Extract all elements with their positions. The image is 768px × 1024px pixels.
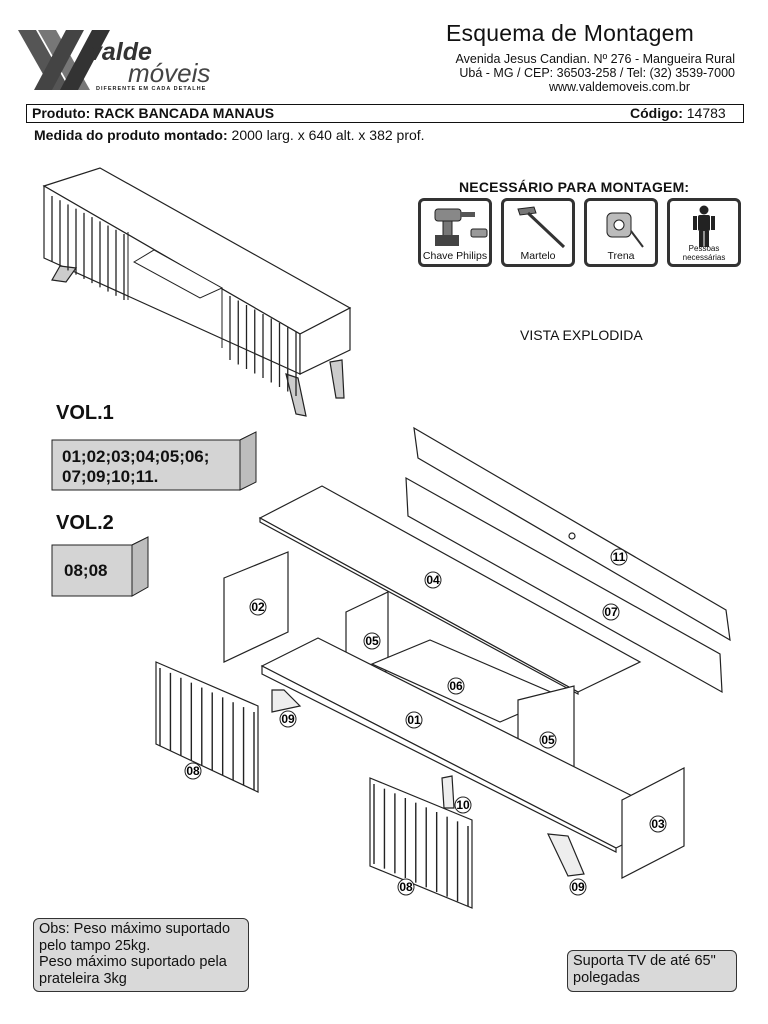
weight-note-line: Obs: Peso máximo suportado	[39, 921, 231, 937]
product-code: 14783	[686, 105, 726, 121]
tool-label: Pessoas necessárias	[682, 244, 726, 262]
tv-support-note: Suporta TV de até 65" polegadas	[567, 950, 737, 992]
page-title: Esquema de Montagem	[446, 20, 694, 46]
volume-1-title: VOL.1	[56, 402, 114, 424]
logo-brand-bottom: móveis	[128, 58, 211, 88]
drill-icon	[434, 208, 488, 246]
part-number-label: 04	[426, 573, 440, 587]
company-website[interactable]: www.valdemoveis.com.br	[548, 80, 690, 94]
part-marker	[447, 677, 465, 695]
part-marker	[397, 878, 415, 896]
tool-card-screwdriver: Chave Philips	[418, 198, 492, 267]
part-marker	[539, 731, 557, 749]
part-number-label: 10	[456, 798, 470, 812]
part-number-label: 07	[604, 605, 618, 619]
company-address: Avenida Jesus Candian. Nº 276 - Mangueir…	[455, 52, 736, 66]
volume-1-parts-line2: 07;09;10;11.	[62, 467, 159, 486]
tool-label: Martelo	[520, 250, 556, 262]
part-marker	[649, 815, 667, 833]
tape-measure-icon	[606, 212, 644, 248]
product-bar	[26, 104, 744, 123]
part-number-label: 11	[613, 550, 626, 564]
exploded-view-label: VISTA EXPLODIDA	[520, 327, 643, 343]
part-number-label: 02	[251, 600, 265, 614]
part-marker	[184, 762, 202, 780]
part-marker	[602, 603, 620, 621]
weight-note-line: prateleira 3kg	[39, 970, 127, 987]
hammer-icon	[517, 206, 566, 249]
part-number-label: 09	[571, 880, 585, 894]
product-name-row: Produto: RACK BANCADA MANAUS	[32, 105, 274, 121]
part-marker	[249, 598, 267, 616]
tool-card-hammer: Martelo	[501, 198, 575, 267]
part-number-label: 09	[281, 712, 295, 726]
part-marker	[569, 878, 587, 896]
tool-card-tape: Trena	[584, 198, 658, 267]
part-marker	[454, 796, 472, 814]
volume-1-parts-line1: 01;02;03;04;05;06;	[62, 447, 210, 466]
tool-card-people: Pessoas necessárias	[667, 198, 741, 267]
part-number-label: 01	[407, 713, 421, 727]
part-number-label: 03	[651, 817, 665, 831]
company-city-contact: Ubá - MG / CEP: 36503-258 / Tel: (32) 35…	[459, 66, 735, 80]
dimensions-label: Medida do produto montado:	[34, 127, 228, 143]
weight-note-line: pelo tampo 25kg.	[39, 937, 151, 954]
dimensions-row: Medida do produto montado: 2000 larg. x …	[34, 127, 425, 143]
volume-2-parts: 08;08	[64, 561, 108, 580]
weight-note-line: Peso máximo suportado pela	[39, 954, 227, 970]
part-marker	[363, 632, 381, 650]
dimensions-value: 2000 larg. x 640 alt. x 382 prof.	[231, 127, 425, 143]
product-code-row: Código: 14783	[630, 105, 726, 121]
tv-note-line: Suporta TV de até 65"	[573, 953, 716, 969]
logo-tagline: DIFERENTE EM CADA DETALHE	[96, 86, 207, 92]
tv-note-line: polegadas	[573, 969, 640, 986]
part-marker	[610, 548, 628, 566]
volume-1-parts: 01;02;03;04;05;06; 07;09;10;11.	[62, 447, 209, 487]
product-label: Produto:	[32, 105, 91, 121]
product-name: RACK BANCADA MANAUS	[94, 105, 275, 121]
part-number-label: 08	[186, 764, 200, 778]
tool-label: Trena	[607, 250, 635, 262]
part-number-label: 05	[365, 634, 379, 648]
part-number-label: 06	[449, 679, 463, 693]
product-code-label: Código:	[630, 105, 683, 121]
tools-title: NECESSÁRIO PARA MONTAGEM:	[459, 179, 690, 195]
logo-brand-top: valde	[88, 38, 152, 66]
part-number-label: 08	[399, 880, 413, 894]
brand-logo: valde móveis DIFERENTE EM CADA DETALHE	[18, 24, 240, 96]
logo-mark-icon	[18, 30, 110, 90]
part-marker	[279, 710, 297, 728]
part-marker	[424, 571, 442, 589]
weight-note: Obs: Peso máximo suportado pelo tampo 25…	[33, 918, 249, 992]
part-number-label: 05	[541, 733, 555, 747]
volume-2-title: VOL.2	[56, 512, 114, 534]
tool-label: Chave Philips	[422, 250, 488, 262]
part-marker	[405, 711, 423, 729]
person-icon	[693, 205, 715, 247]
